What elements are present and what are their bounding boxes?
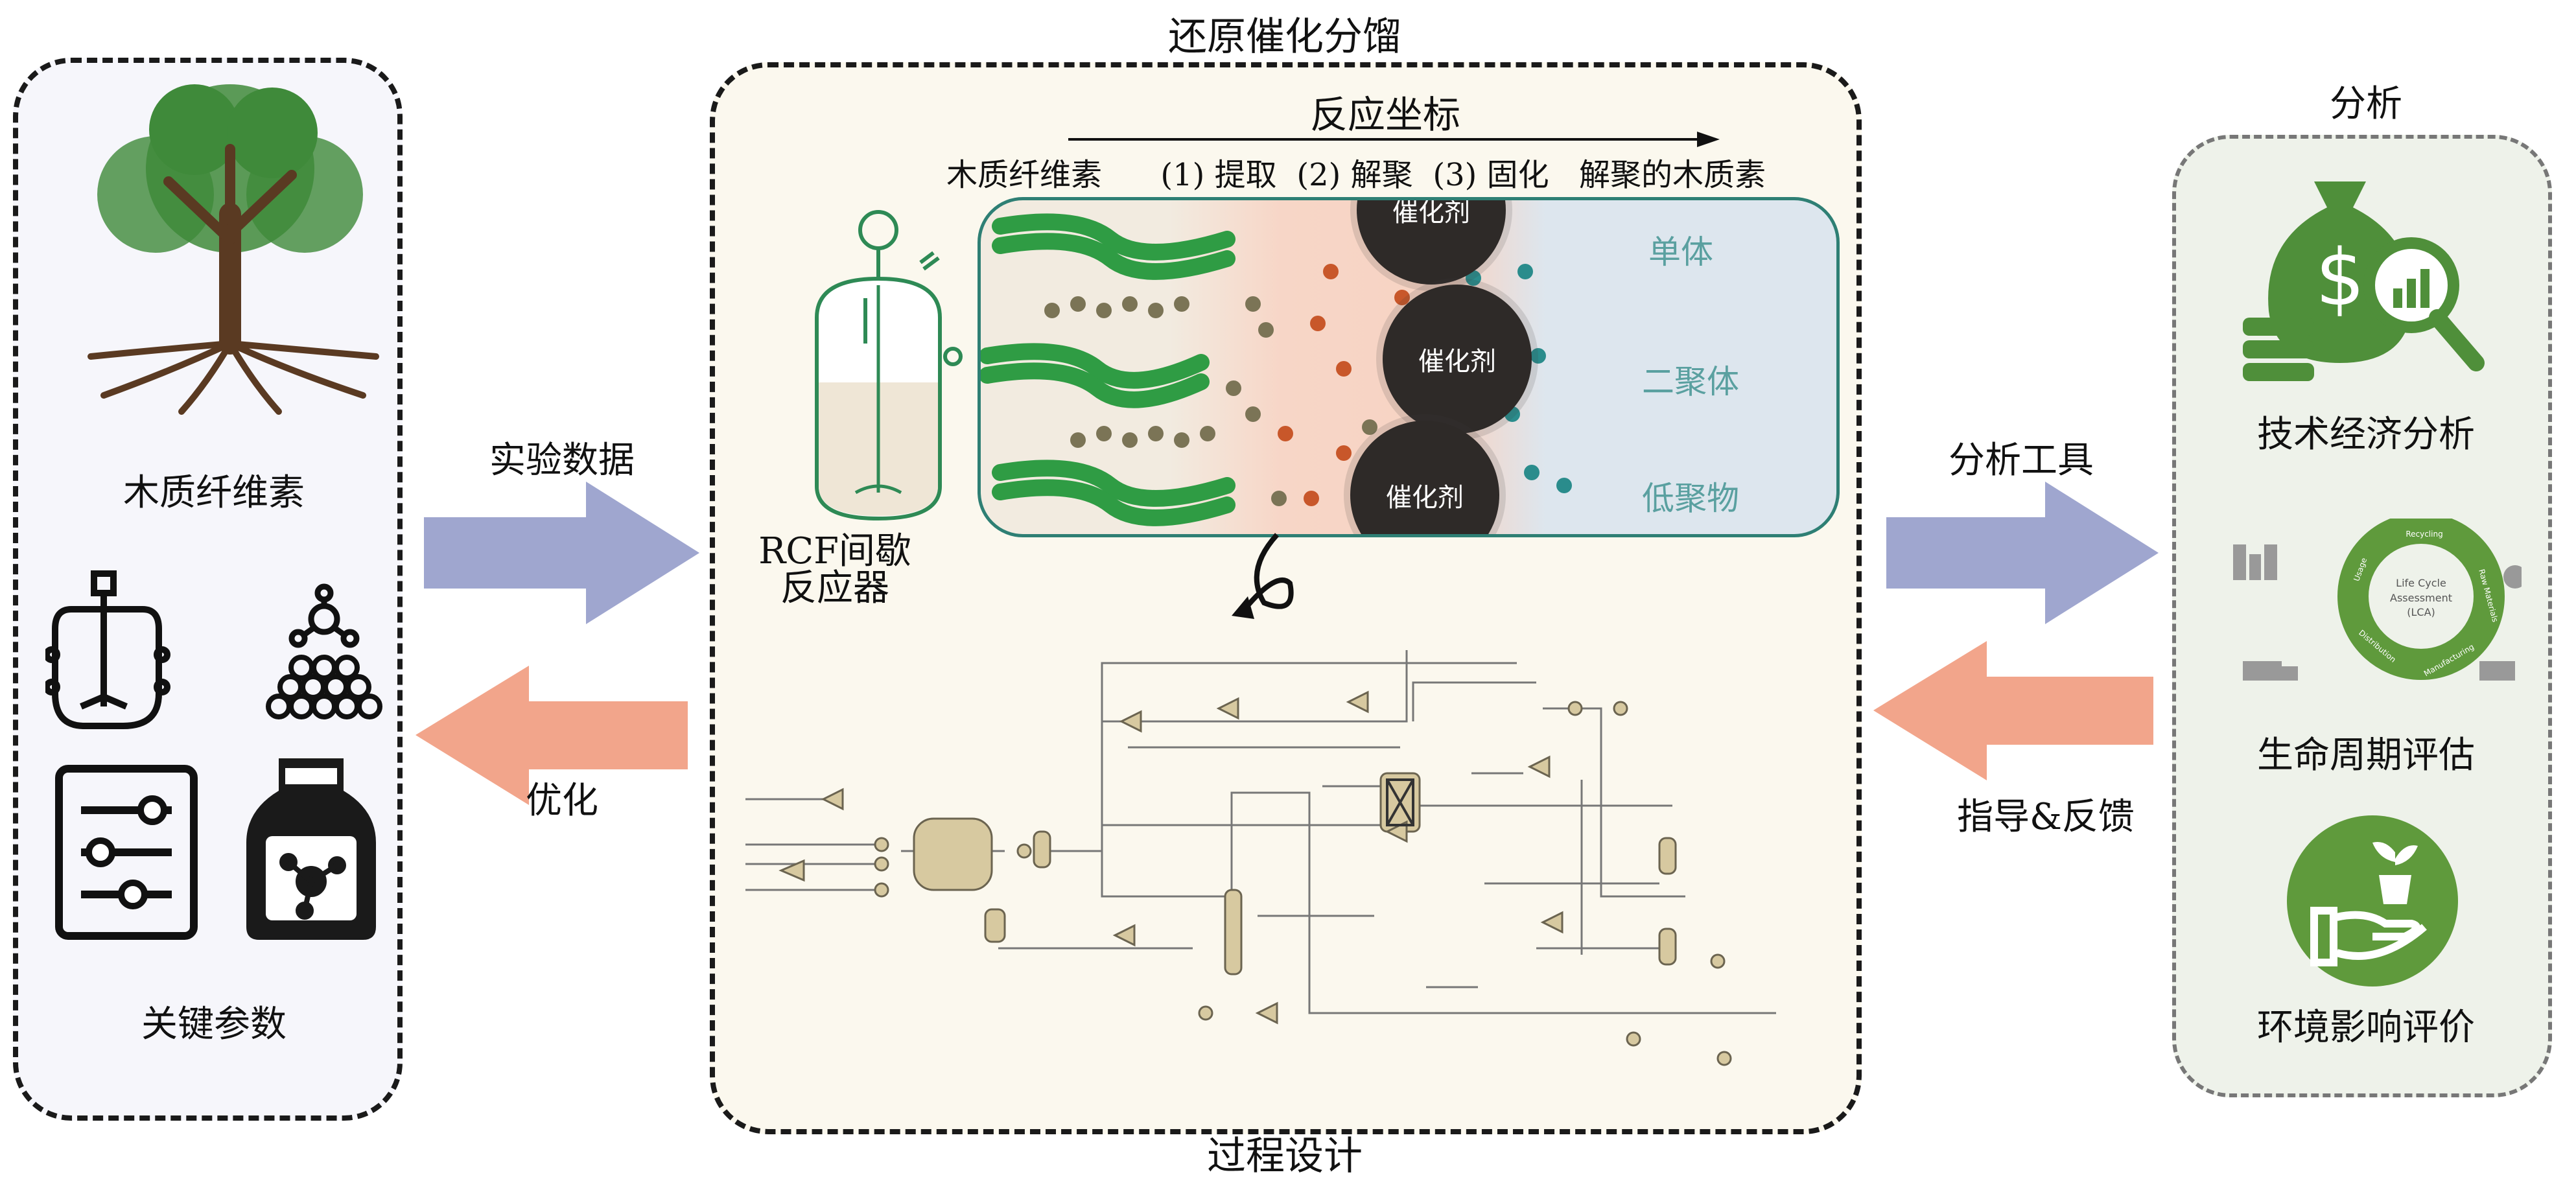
- stage-depolymerization: (2) 解聚: [1296, 157, 1413, 193]
- forward-arrow-left: [424, 482, 699, 624]
- forward-arrow-right: [1886, 482, 2159, 624]
- lca-center-line2: Assessment: [2390, 592, 2452, 604]
- reaction-window: 催化剂 催化剂 催化剂 单体 二聚体 低聚物: [978, 197, 1840, 537]
- guidance-feedback-label: 指导&反馈: [1957, 796, 2135, 838]
- product-monomer: 单体: [1648, 233, 1713, 271]
- experimental-data-label: 实验数据: [489, 439, 635, 482]
- curved-arrow-icon: [1232, 533, 1294, 619]
- stirred-reactor-icon: [45, 570, 170, 729]
- title-bottom: 过程设计: [1207, 1134, 1363, 1179]
- optimization-label: 优化: [526, 780, 598, 822]
- catalyst-particles-icon: [266, 583, 382, 719]
- analysis-tools-label: 分析工具: [1949, 439, 2094, 482]
- stage-lignocellulose: 木质纤维素: [946, 157, 1103, 193]
- catalyst-particle: 催化剂: [1383, 285, 1532, 434]
- lca-center-line1: Life Cycle: [2396, 577, 2446, 589]
- process-flowsheet: [745, 650, 1776, 1066]
- sliders-icon: [55, 765, 198, 940]
- catalyst-particle: 催化剂: [1350, 421, 1499, 534]
- title-top: 还原催化分馏: [1168, 14, 1401, 60]
- analysis-title: 分析: [2330, 83, 2402, 125]
- reaction-coordinate-label: 反应坐标: [1309, 93, 1461, 137]
- backward-arrow-left: [416, 666, 688, 805]
- stage-stabilization: (3) 固化: [1433, 157, 1549, 193]
- feedstock-label: 木质纤维素: [123, 472, 305, 514]
- lca-cycle-icon: Life Cycle Assessment (LCA) Recycling Ra…: [2233, 519, 2522, 681]
- stage-depolymerized-lignin: 解聚的木质素: [1578, 157, 1766, 193]
- chemical-bottle-icon: [246, 758, 376, 940]
- money-bag-magnifier-icon: $: [2243, 181, 2485, 381]
- lca-stage: Recycling: [2406, 530, 2442, 539]
- tea-label: 技术经济分析: [2257, 414, 2475, 456]
- tree-icon: [88, 84, 379, 415]
- lca-label: 生命周期评估: [2257, 734, 2475, 776]
- reaction-coordinate-arrow: [1068, 132, 1720, 147]
- params-label: 关键参数: [141, 1003, 287, 1045]
- svg-text:$: $: [2315, 233, 2365, 323]
- environmental-hand-plant-icon: [2287, 815, 2458, 986]
- reactor-label-line1: RCF间歇: [758, 530, 911, 572]
- backward-arrow-right: [1873, 641, 2153, 780]
- reactor-label-line2: 反应器: [780, 567, 889, 609]
- product-dimer: 二聚体: [1642, 363, 1739, 401]
- batch-reactor-icon: [815, 210, 963, 521]
- product-oligomer: 低聚物: [1642, 480, 1739, 517]
- eia-label: 环境影响评价: [2257, 1007, 2475, 1049]
- stage-extraction: (1) 提取: [1160, 157, 1277, 193]
- lca-center-line3: (LCA): [2407, 606, 2435, 618]
